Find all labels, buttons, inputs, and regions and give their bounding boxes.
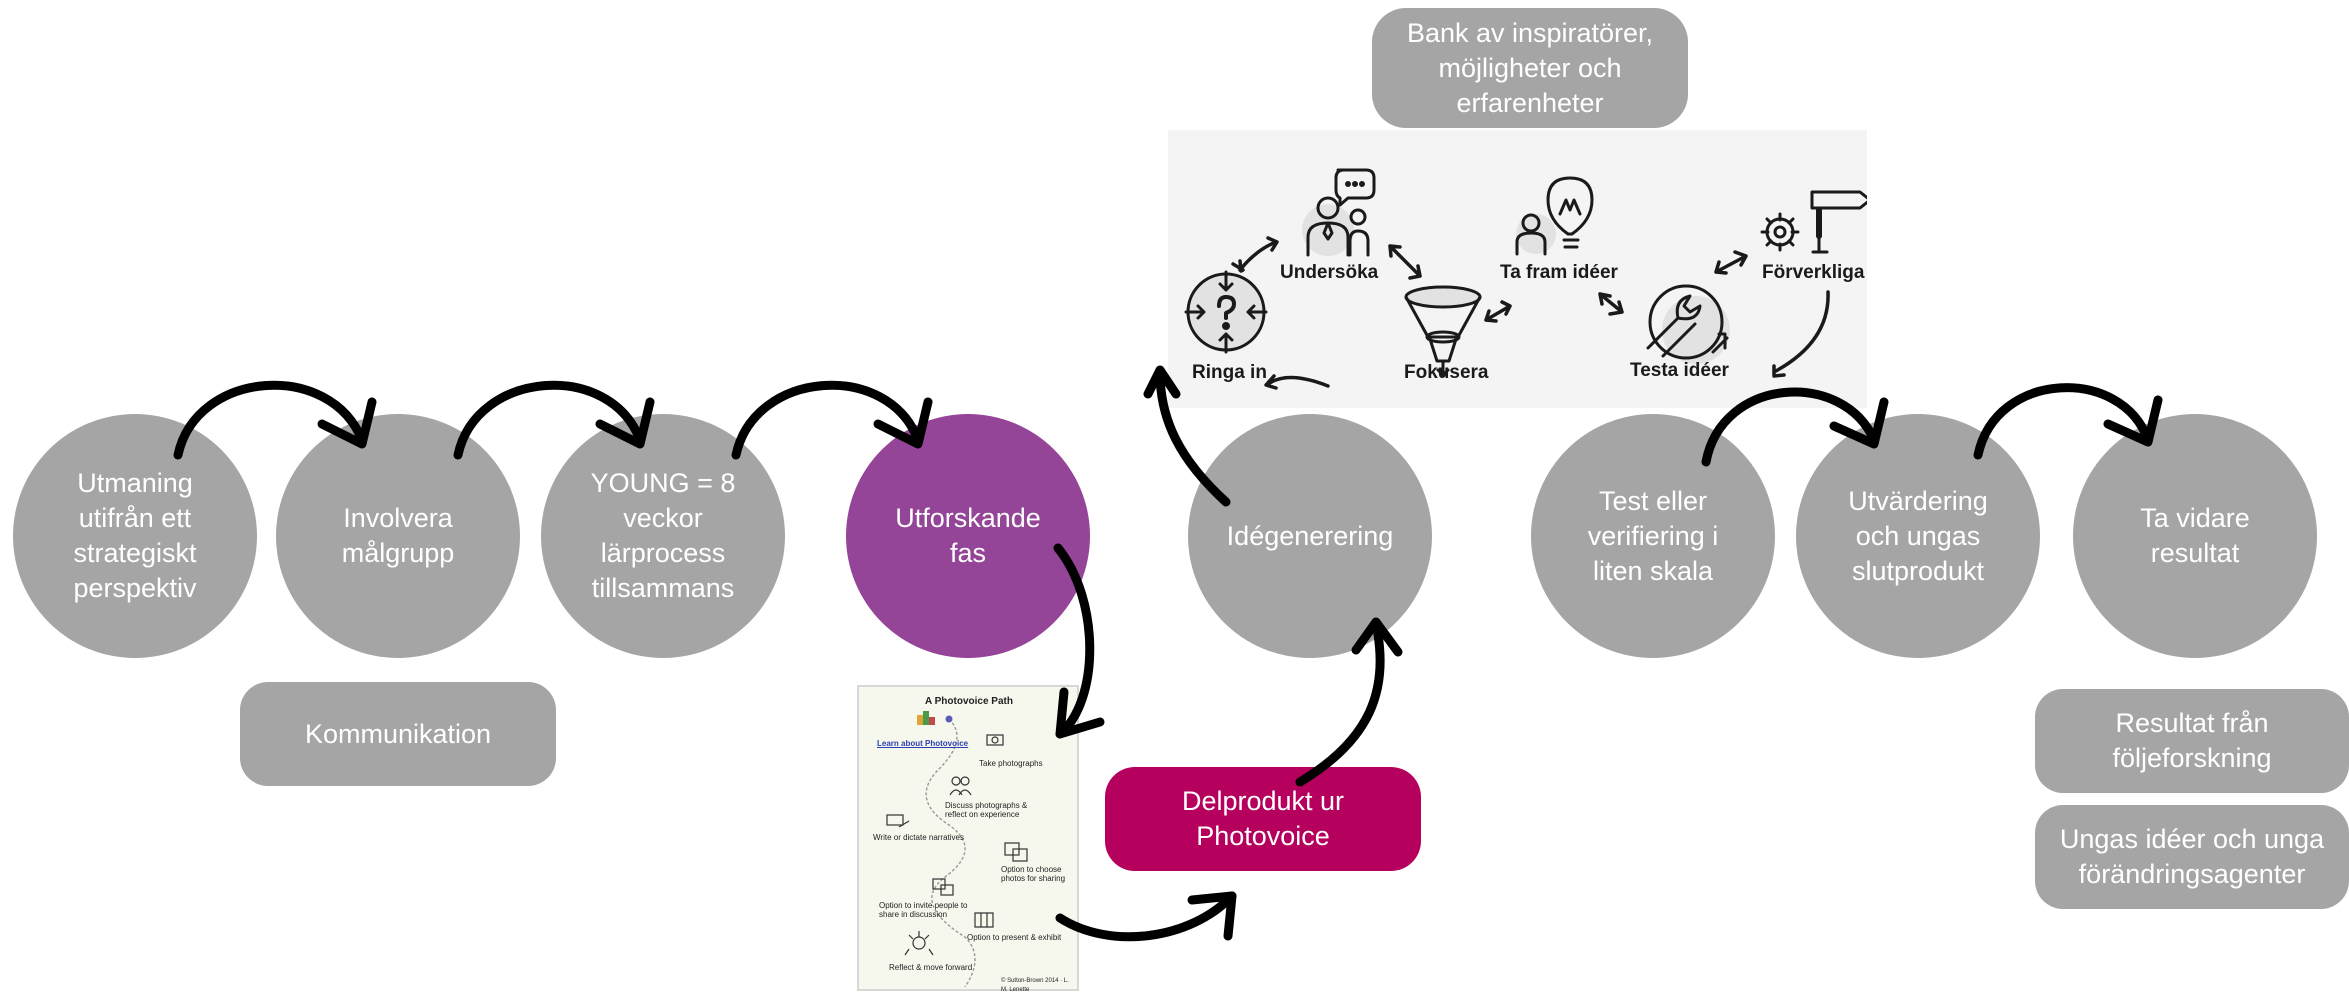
- person-speech-icon: [1302, 168, 1376, 257]
- photovoice-reflect: Reflect & move forward: [889, 963, 973, 972]
- photovoice-learn: Learn about Photovoice: [877, 739, 969, 748]
- lightbulb-person-icon: [1515, 176, 1594, 256]
- step-evaluation: Utvärdering och ungas slutprodukt: [1796, 414, 2040, 658]
- photovoice-path-card: A Photovoice Path Learn about Photovoice…: [857, 685, 1079, 993]
- gear-signpost-icon: [1760, 190, 1872, 254]
- step-evaluation-text: Utvärdering och ungas slutprodukt: [1848, 485, 1988, 586]
- step-involve-text: Involvera målgrupp: [341, 503, 455, 568]
- step-take-forward: Ta vidare resultat: [2073, 414, 2317, 658]
- photovoice-write: Write or dictate narratives: [873, 833, 964, 842]
- step-explore-text: Utforskande fas: [895, 503, 1041, 568]
- step-involve-target-group: Involvera målgrupp: [276, 414, 520, 658]
- photovoice-credit: © Sutton-Brown 2014 · L. M. Lenette: [1001, 978, 1069, 993]
- photovoice-title: A Photovoice Path: [925, 696, 1013, 707]
- research-results-text: Resultat från följeforskning: [2112, 708, 2272, 773]
- step-test-text: Test eller verifiering i liten skala: [1587, 485, 1719, 586]
- step-challenge-text: Utmaning utifrån ett strategiskt perspek…: [73, 468, 197, 603]
- communication-text: Kommunikation: [304, 718, 492, 749]
- bank-box: Bank av inspiratörer, möjligheter och er…: [1372, 8, 1688, 128]
- cycle-label-ring-in: Ringa in: [1192, 362, 1267, 383]
- step-ideation: Idégenerering: [1188, 414, 1432, 658]
- innovation-cycle-panel: Ringa in Undersöka Fokusera Ta fram idée…: [1168, 130, 1872, 408]
- step-young-learning-process: YOUNG = 8 veckor lärprocess tillsammans: [541, 414, 785, 658]
- step-exploratory-phase: Utforskande fas: [846, 414, 1090, 658]
- cycle-illustration: [1184, 168, 1872, 390]
- arrow-photovoice-to-output: [1055, 891, 1237, 942]
- step-forward-text: Ta vidare resultat: [2140, 503, 2250, 568]
- photovoice-path-drawing: [886, 711, 1028, 988]
- photovoice-discuss: Discuss photographs & reflect on experie…: [945, 801, 1028, 819]
- question-target-icon: [1184, 270, 1268, 354]
- youth-ideas-text: Ungas idéer och unga förändringsagenter: [2059, 824, 2325, 889]
- photovoice-choose: Option to choose photos for sharing: [1001, 865, 1066, 883]
- step-ideation-text: Idégenerering: [1226, 520, 1394, 551]
- photovoice-take: Take photographs: [979, 759, 1043, 768]
- cycle-label-focus: Fokusera: [1404, 362, 1489, 383]
- communication-box: Kommunikation: [240, 682, 556, 786]
- step-young-text: YOUNG = 8 veckor lärprocess tillsammans: [590, 468, 736, 603]
- photovoice-present: Option to present & exhibit: [967, 933, 1062, 942]
- cycle-label-investigate: Undersöka: [1280, 262, 1379, 283]
- wrench-gear-icon: [1646, 284, 1730, 364]
- bank-text: Bank av inspiratörer, möjligheter och er…: [1406, 17, 1654, 118]
- youth-ideas-box: Ungas idéer och unga förändringsagenter: [2035, 805, 2349, 909]
- funnel-icon: [1404, 285, 1482, 377]
- step-test-small-scale: Test eller verifiering i liten skala: [1531, 414, 1775, 658]
- cycle-arrows: [1231, 236, 1830, 390]
- cycle-label-test: Testa idéer: [1630, 360, 1729, 381]
- cycle-label-generate: Ta fram idéer: [1500, 262, 1618, 283]
- photovoice-output-box: Delprodukt ur Photovoice: [1105, 767, 1421, 871]
- photovoice-invite: Option to invite people to share in disc…: [879, 901, 968, 919]
- cycle-label-realize: Förverkliga: [1762, 262, 1865, 283]
- research-results-box: Resultat från följeforskning: [2035, 689, 2349, 793]
- photovoice-output-text: Delprodukt ur Photovoice: [1181, 786, 1345, 851]
- step-challenge: Utmaning utifrån ett strategiskt perspek…: [13, 414, 257, 658]
